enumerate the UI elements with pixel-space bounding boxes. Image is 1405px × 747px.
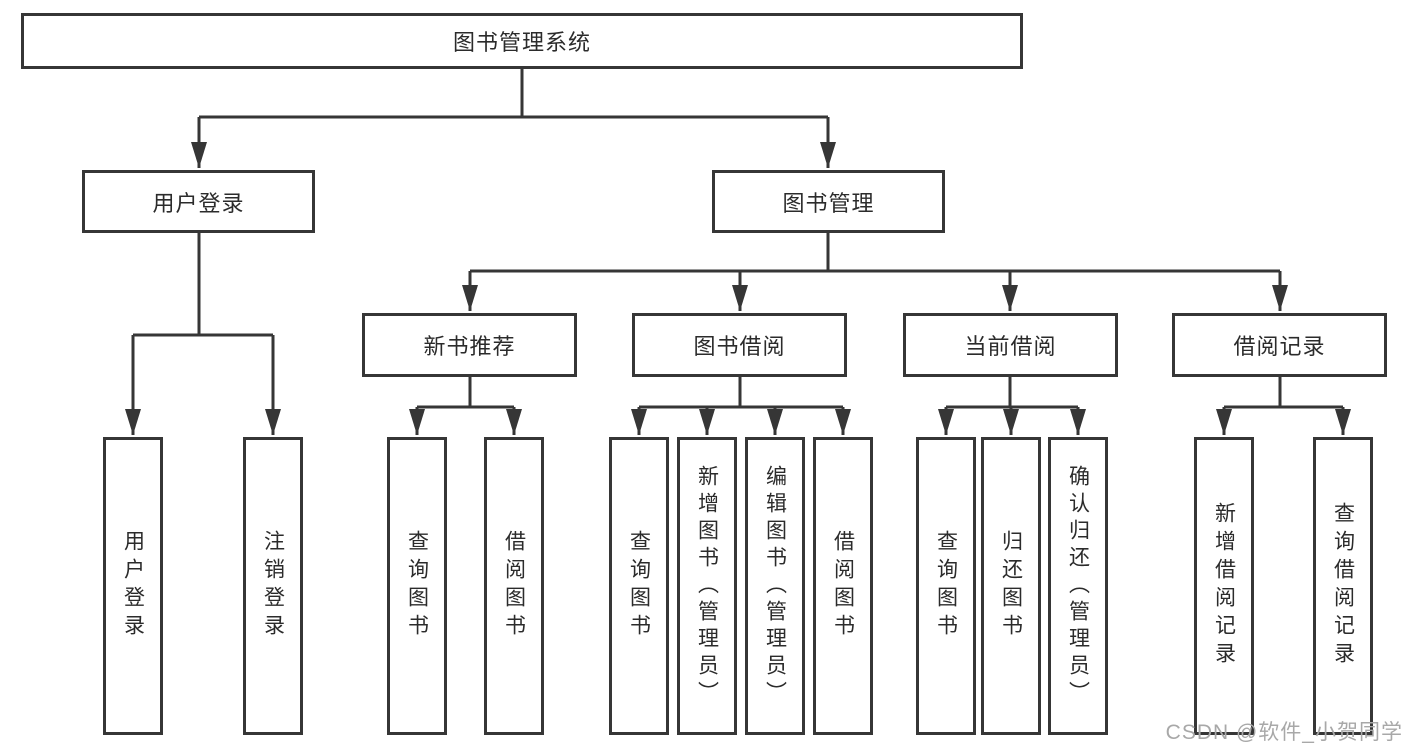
leaf-recommend-query-books: 查询图书 <box>387 437 447 735</box>
node-label: 图书管理系统 <box>452 30 591 55</box>
leaf-current-return-books: 归还图书 <box>981 437 1041 735</box>
node-label: 用户登录 <box>121 530 145 642</box>
node-label: 用户登录 <box>152 190 245 216</box>
node-label: 新增图书（管理员） <box>695 464 719 708</box>
node-new-book-recommendation: 新书推荐 <box>362 313 577 377</box>
leaf-borrowing-query-books: 查询图书 <box>609 437 669 735</box>
node-book-borrowing: 图书借阅 <box>632 313 847 377</box>
node-user-login: 用户登录 <box>82 170 315 233</box>
leaf-current-confirm-return-admin: 确认归还（管理员） <box>1048 437 1108 735</box>
leaf-borrowing-edit-books-admin: 编辑图书（管理员） <box>745 437 805 735</box>
leaf-borrowing-borrow-books: 借阅图书 <box>813 437 873 735</box>
node-label: 借阅记录 <box>1233 334 1326 359</box>
leaf-records-query-record: 查询借阅记录 <box>1313 437 1373 735</box>
leaf-recommend-borrow-books: 借阅图书 <box>484 437 544 735</box>
node-label: 查询图书 <box>934 530 958 642</box>
leaf-borrowing-add-books-admin: 新增图书（管理员） <box>677 437 737 735</box>
node-label: 查询图书 <box>405 530 429 642</box>
node-label: 借阅图书 <box>831 530 855 642</box>
node-label: 当前借阅 <box>964 334 1057 359</box>
node-label: 编辑图书（管理员） <box>763 464 787 708</box>
csdn-watermark: CSDN @软件_小贺同学 <box>1165 721 1403 744</box>
leaf-user-login: 用户登录 <box>103 437 163 735</box>
node-label: 新书推荐 <box>423 334 516 359</box>
node-label: 查询借阅记录 <box>1331 502 1355 670</box>
leaf-current-query-books: 查询图书 <box>916 437 976 735</box>
node-label: 归还图书 <box>999 530 1023 642</box>
node-label: 确认归还（管理员） <box>1066 464 1090 708</box>
leaf-records-add-record: 新增借阅记录 <box>1194 437 1254 735</box>
node-library-management-system: 图书管理系统 <box>21 13 1023 69</box>
node-label: 图书管理 <box>782 190 875 216</box>
leaf-logout: 注销登录 <box>243 437 303 735</box>
node-book-management: 图书管理 <box>712 170 945 233</box>
node-borrowing-records: 借阅记录 <box>1172 313 1387 377</box>
node-label: 新增借阅记录 <box>1212 502 1236 670</box>
node-label: 注销登录 <box>261 530 285 642</box>
node-label: 借阅图书 <box>502 530 526 642</box>
node-label: 图书借阅 <box>693 334 786 359</box>
node-label: 查询图书 <box>627 530 651 642</box>
node-current-borrowing: 当前借阅 <box>903 313 1118 377</box>
